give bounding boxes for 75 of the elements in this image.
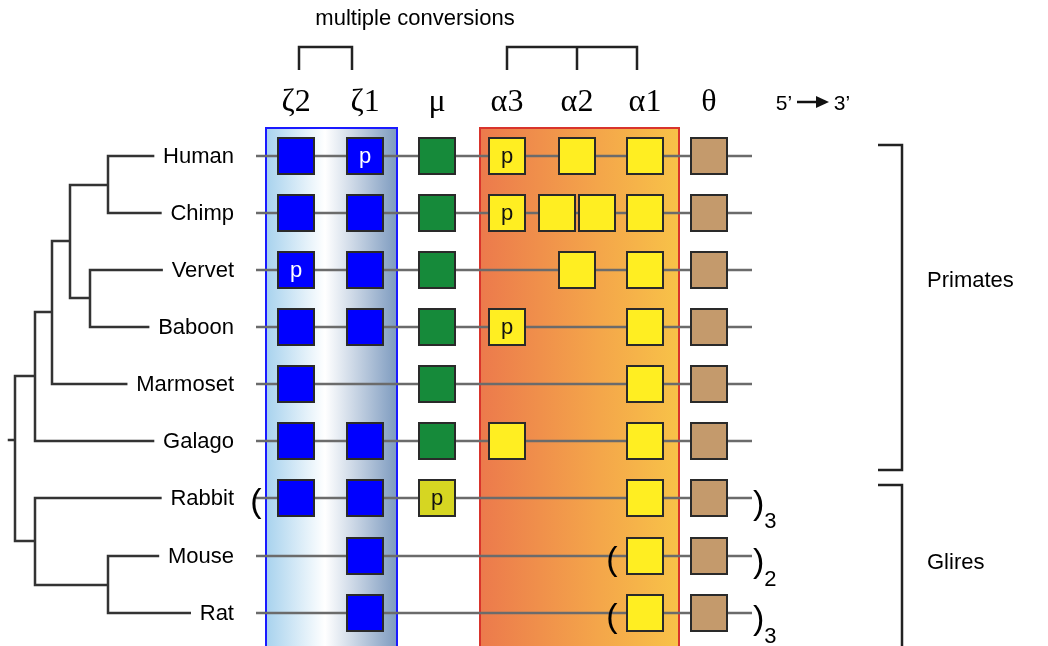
gene-box xyxy=(558,251,596,289)
gene-box xyxy=(690,479,728,517)
gene-box xyxy=(626,594,664,632)
gene-box xyxy=(346,194,384,232)
gene-box xyxy=(538,194,576,232)
species-name: Chimp xyxy=(170,202,234,224)
annotation-text: multiple conversions xyxy=(315,7,515,29)
copy-number-bracket: )$_{2}$ xyxy=(753,543,777,590)
gene-box xyxy=(277,308,315,346)
bracket-symbol: ( xyxy=(250,483,262,517)
gene-box xyxy=(690,308,728,346)
gene-box xyxy=(626,137,664,175)
gene-box xyxy=(690,594,728,632)
gene-box xyxy=(690,251,728,289)
gene-box xyxy=(626,537,664,575)
group-name: Glires xyxy=(927,551,985,573)
gene-box xyxy=(418,422,456,460)
gene-cluster-band xyxy=(265,127,398,646)
gene-name: ζ2 xyxy=(281,84,311,116)
gene-box xyxy=(346,479,384,517)
species-name: Marmoset xyxy=(136,373,234,395)
gene-box xyxy=(626,422,664,460)
species-name: Human xyxy=(163,145,234,167)
pseudogene-box: p xyxy=(277,251,315,289)
gene-box xyxy=(626,479,664,517)
gene-box xyxy=(626,365,664,403)
gene-box xyxy=(488,422,526,460)
copy-number-bracket: )$_{3}$ xyxy=(753,600,777,646)
species-name: Vervet xyxy=(171,259,234,281)
gene-box xyxy=(690,194,728,232)
gene-name: θ xyxy=(701,84,717,116)
gene-name: α2 xyxy=(560,84,594,116)
group-name: Primates xyxy=(927,269,1014,291)
pseudogene-box: p xyxy=(346,137,384,175)
gene-box xyxy=(418,308,456,346)
gene-box xyxy=(690,537,728,575)
gene-box xyxy=(690,365,728,403)
gene-box xyxy=(690,137,728,175)
pseudogene-box: p xyxy=(418,479,456,517)
pseudogene-box: p xyxy=(488,137,526,175)
gene-box xyxy=(346,594,384,632)
species-name: Mouse xyxy=(167,545,234,567)
gene-box xyxy=(418,137,456,175)
gene-cluster-band xyxy=(479,127,680,646)
gene-box xyxy=(418,365,456,403)
pseudogene-box: p xyxy=(488,308,526,346)
gene-box xyxy=(277,479,315,517)
gene-name: μ xyxy=(428,84,446,116)
copy-number-bracket: )$_{3}$ xyxy=(753,485,777,532)
species-name: Baboon xyxy=(158,316,234,338)
gene-box xyxy=(578,194,616,232)
species-name: Rabbit xyxy=(170,487,234,509)
species-name: Galago xyxy=(163,430,234,452)
strand-end-label: 5’ xyxy=(775,91,793,113)
pseudogene-box: p xyxy=(488,194,526,232)
species-name: Rat xyxy=(199,602,234,624)
gene-box xyxy=(418,194,456,232)
gene-name: ζ1 xyxy=(350,84,380,116)
gene-box xyxy=(626,194,664,232)
gene-box xyxy=(346,308,384,346)
gene-box xyxy=(346,537,384,575)
gene-box xyxy=(626,308,664,346)
gene-box xyxy=(418,251,456,289)
gene-box xyxy=(346,251,384,289)
gene-name: α3 xyxy=(490,84,524,116)
gene-box xyxy=(277,365,315,403)
gene-name: α1 xyxy=(628,84,662,116)
gene-box xyxy=(277,194,315,232)
gene-box xyxy=(690,422,728,460)
gene-box xyxy=(277,137,315,175)
gene-box xyxy=(558,137,596,175)
strand-end-label: 3’ xyxy=(833,91,851,113)
gene-box xyxy=(277,422,315,460)
gene-box xyxy=(346,422,384,460)
gene-box xyxy=(626,251,664,289)
